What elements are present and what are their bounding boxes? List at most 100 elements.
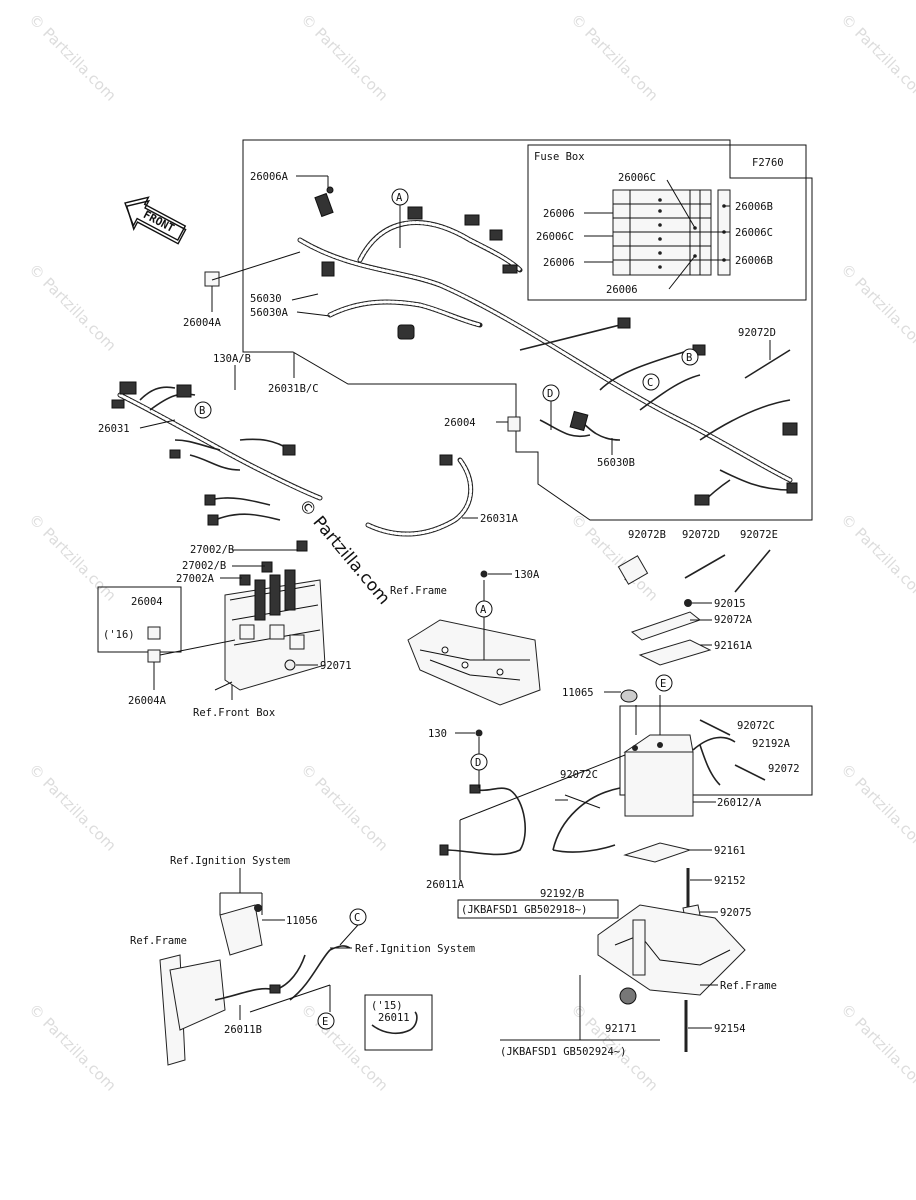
part-label[interactable]: 26004 (444, 417, 476, 429)
part-label[interactable]: 26006B (735, 255, 773, 267)
callout-d: D D (470, 384, 560, 788)
pad-92161A[interactable] (638, 639, 712, 666)
part-label[interactable]: 92161A (714, 640, 753, 652)
strap-92072A[interactable] (630, 611, 702, 641)
part-label[interactable]: 92171 (605, 1023, 637, 1035)
watermark: © Partzilla.com (837, 10, 916, 105)
relay-27002B[interactable] (296, 540, 308, 552)
cable-92192B[interactable] (552, 787, 621, 851)
battery-cable-92192A[interactable] (692, 736, 736, 751)
watermark: © Partzilla.com (837, 510, 916, 605)
front-arrow-icon: FRONT (124, 196, 187, 245)
grommet-92171[interactable] (619, 987, 637, 1005)
part-label[interactable]: 26006 (606, 284, 638, 296)
part-label[interactable]: 130A/B (213, 353, 251, 365)
front-box-relay-panel (214, 569, 326, 691)
svg-text:C: C (647, 377, 653, 389)
cable-26011B[interactable] (214, 954, 306, 1001)
part-label[interactable]: 26006C (536, 231, 574, 243)
cable-tie-92072E[interactable] (734, 549, 771, 593)
sub-harness-26031 (111, 381, 323, 526)
grommet-92071[interactable] (284, 659, 296, 671)
cable-tie-92072D[interactable] (684, 554, 726, 579)
part-label[interactable]: 92071 (320, 660, 352, 672)
part-label[interactable]: 26006C (735, 227, 773, 239)
part-label[interactable]: 130A (514, 569, 540, 581)
relay-27002A[interactable] (239, 574, 251, 586)
part-label[interactable]: 92075 (720, 907, 752, 919)
connector-26004A[interactable] (147, 649, 161, 663)
part-label[interactable]: 26011B (224, 1024, 262, 1036)
part-label[interactable]: 92015 (714, 598, 746, 610)
part-label[interactable]: 11056 (286, 915, 318, 927)
part-label[interactable]: 26011 (378, 1012, 410, 1024)
svg-text:D: D (547, 388, 553, 400)
nut-92015[interactable] (684, 599, 692, 607)
part-label[interactable]: 26012/A (717, 797, 762, 809)
note-label: ('16) (103, 629, 135, 641)
part-label[interactable]: 92152 (714, 875, 746, 887)
part-label[interactable]: 92192A (752, 738, 791, 750)
watermark: © Partzilla.com (25, 260, 120, 355)
part-label[interactable]: 26006 (543, 208, 575, 220)
watermark: © Partzilla.com (837, 260, 916, 355)
part-label[interactable]: 26031 (98, 423, 130, 435)
part-label[interactable]: 56030B (597, 457, 635, 469)
connector-26004A[interactable] (204, 271, 220, 287)
connector-26004-16[interactable] (147, 626, 161, 640)
part-label[interactable]: 26011A (426, 879, 465, 891)
part-label[interactable]: 26004 (131, 596, 163, 608)
cable-26011[interactable] (371, 1011, 418, 1035)
part-label[interactable]: 92072E (740, 529, 778, 541)
part-label[interactable]: 26006B (735, 201, 773, 213)
part-label[interactable]: 92072D (682, 529, 720, 541)
bolt-130[interactable] (475, 729, 483, 737)
svg-text:E: E (322, 1016, 328, 1028)
pad-92161[interactable] (623, 842, 692, 863)
cable-26011A[interactable] (444, 787, 526, 856)
part-label[interactable]: 92072D (738, 327, 776, 339)
part-label[interactable]: 92154 (714, 1023, 746, 1035)
cable-tie-92072[interactable] (734, 764, 766, 781)
cap-11065[interactable] (620, 689, 638, 703)
part-label[interactable]: 130 (428, 728, 447, 740)
svg-text:B: B (199, 405, 205, 417)
bolt-130A[interactable] (480, 570, 488, 578)
part-label[interactable]: 26004A (183, 317, 222, 329)
part-label[interactable]: 26004A (128, 695, 167, 707)
part-label[interactable]: 92161 (714, 845, 746, 857)
svg-text:D: D (475, 757, 481, 769)
part-label[interactable]: 26031A (480, 513, 519, 525)
part-label[interactable]: 11065 (562, 687, 594, 699)
svg-text:B: B (686, 352, 692, 364)
connector-26004[interactable] (507, 416, 521, 432)
part-label[interactable]: 26006 (543, 257, 575, 269)
part-label[interactable]: 92072C (737, 720, 775, 732)
cable-tie-92072C[interactable] (699, 719, 731, 736)
frame-crossmember (407, 619, 541, 706)
svg-text:E: E (660, 678, 666, 690)
part-label[interactable]: 26031B/C (268, 383, 319, 395)
watermark-layer: © Partzilla.com © Partzilla.com © Partzi… (25, 10, 916, 1095)
conduit-26031A (365, 454, 474, 537)
part-label[interactable]: 92072C (560, 769, 598, 781)
watermark: © Partzilla.com (297, 760, 392, 855)
part-label[interactable]: 92192/B (540, 888, 584, 900)
part-label[interactable]: 27002A (176, 573, 215, 585)
part-label[interactable]: 26006C (618, 172, 656, 184)
watermark: © Partzilla.com (297, 10, 392, 105)
part-label[interactable]: 92072 (768, 763, 800, 775)
relay-27002B-2[interactable] (261, 561, 273, 573)
part-label[interactable]: 26006A (250, 171, 289, 183)
battery-26012A[interactable] (624, 751, 694, 817)
part-label[interactable]: 27002/B (190, 544, 234, 556)
part-label[interactable]: 56030 (250, 293, 282, 305)
part-label[interactable]: 56030A (250, 307, 289, 319)
part-label[interactable]: 92072A (714, 614, 753, 626)
part-label[interactable]: 92072B (628, 529, 666, 541)
part-label[interactable]: 27002/B (182, 560, 226, 572)
battery-cables (439, 729, 626, 919)
cable-tie-92072D[interactable] (744, 349, 791, 379)
ref-label: Ref.Front Box (193, 707, 275, 719)
